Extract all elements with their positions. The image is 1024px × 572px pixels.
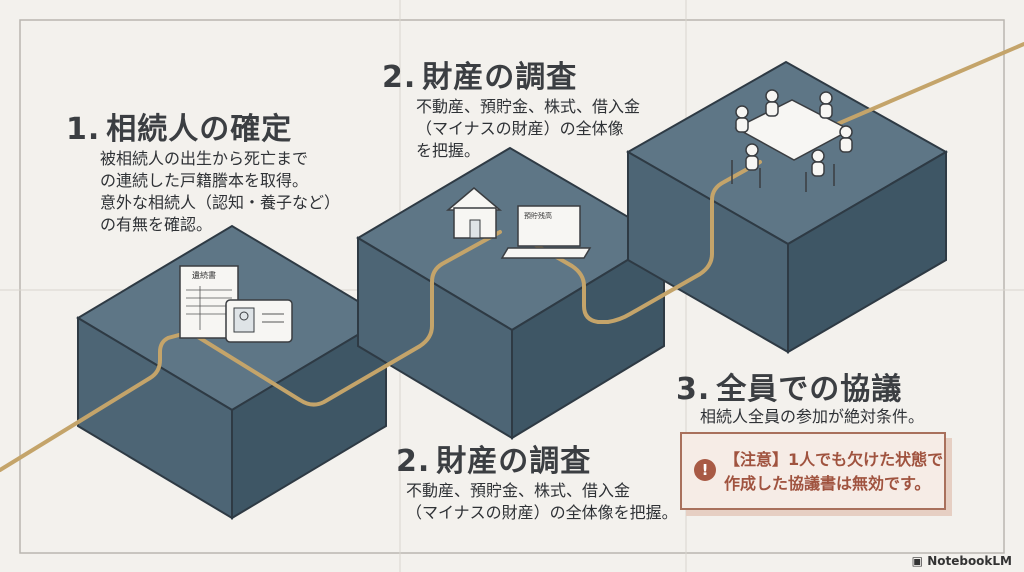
brand-name: NotebookLM [927,554,1012,568]
step-2-line: を把握。 [416,141,481,160]
step-2-line: 不動産、預貯金、株式、借入金 [416,97,641,116]
step-2-lower-line: 不動産、預貯金、株式、借入金 [406,481,631,500]
step-1-line: の有無を確認。 [100,215,213,234]
brand-watermark: ▣ NotebookLM [912,554,1012,568]
warning-line: 【注意】1人でも欠けた状態で [724,450,944,469]
id-card-icon [225,299,293,343]
step-2-title: 2.財産の調査 [382,52,577,96]
step-2-lower-line: （マイナスの財産）の全体像を把握。 [406,503,678,522]
progress-path [0,42,1024,472]
step-1-description: 被相続人の出生から死亡まで の連続した戸籍謄本を取得。 意外な相続人（認知・養子… [100,148,340,236]
brand-logo-icon: ▣ [911,554,928,568]
block-2 [356,146,666,440]
step-2-description: 不動産、預貯金、株式、借入金 （マイナスの財産）の全体像 を把握。 [416,96,640,162]
step-2-title-text-lower: 財産の調査 [436,444,592,479]
step-2-description-lower: 不動産、預貯金、株式、借入金 （マイナスの財産）の全体像を把握。 [406,480,678,524]
person-icon [735,89,853,177]
document-label: 遺続書 [192,270,216,280]
step-3-description: 相続人全員の参加が絶対条件。 [700,406,924,428]
step-3-title-text: 全員での協議 [716,372,903,407]
step-1-line: 意外な相続人（認知・養子など） [100,193,341,212]
warning-box: ! 【注意】1人でも欠けた状態で 作成した協議書は無効です。 [680,432,946,510]
warning-text: 【注意】1人でも欠けた状態で 作成した協議書は無効です。 [724,448,943,496]
meeting-table-icon [731,89,853,192]
step-1-title: 1.相続人の確定 [66,104,292,148]
house-icon [445,187,503,239]
warning-line: 作成した協議書は無効です。 [724,474,931,493]
step-3-line: 相続人全員の参加が絶対条件。 [700,407,925,426]
step-1-line: の連続した戸籍謄本を取得。 [100,171,309,190]
step-2-number-lower: 2. [396,444,431,479]
warning-icon: ! [694,459,716,481]
step-2-number: 2. [382,60,417,95]
step-3-title: 3.全員での協議 [676,364,902,408]
step-2-title-text: 財産の調査 [422,60,578,95]
bank-screen-label: 預貯残高 [524,211,552,220]
step-2-title-lower: 2.財産の調査 [396,436,591,480]
chair-icon [731,160,835,192]
step-1-title-text: 相続人の確定 [106,112,293,147]
step-2-line: （マイナスの財産）の全体像 [416,119,624,138]
step-3-number: 3. [676,372,711,407]
laptop-icon: 預貯残高 [500,205,592,259]
step-1-line: 被相続人の出生から死亡まで [100,149,309,168]
step-1-number: 1. [66,112,101,147]
